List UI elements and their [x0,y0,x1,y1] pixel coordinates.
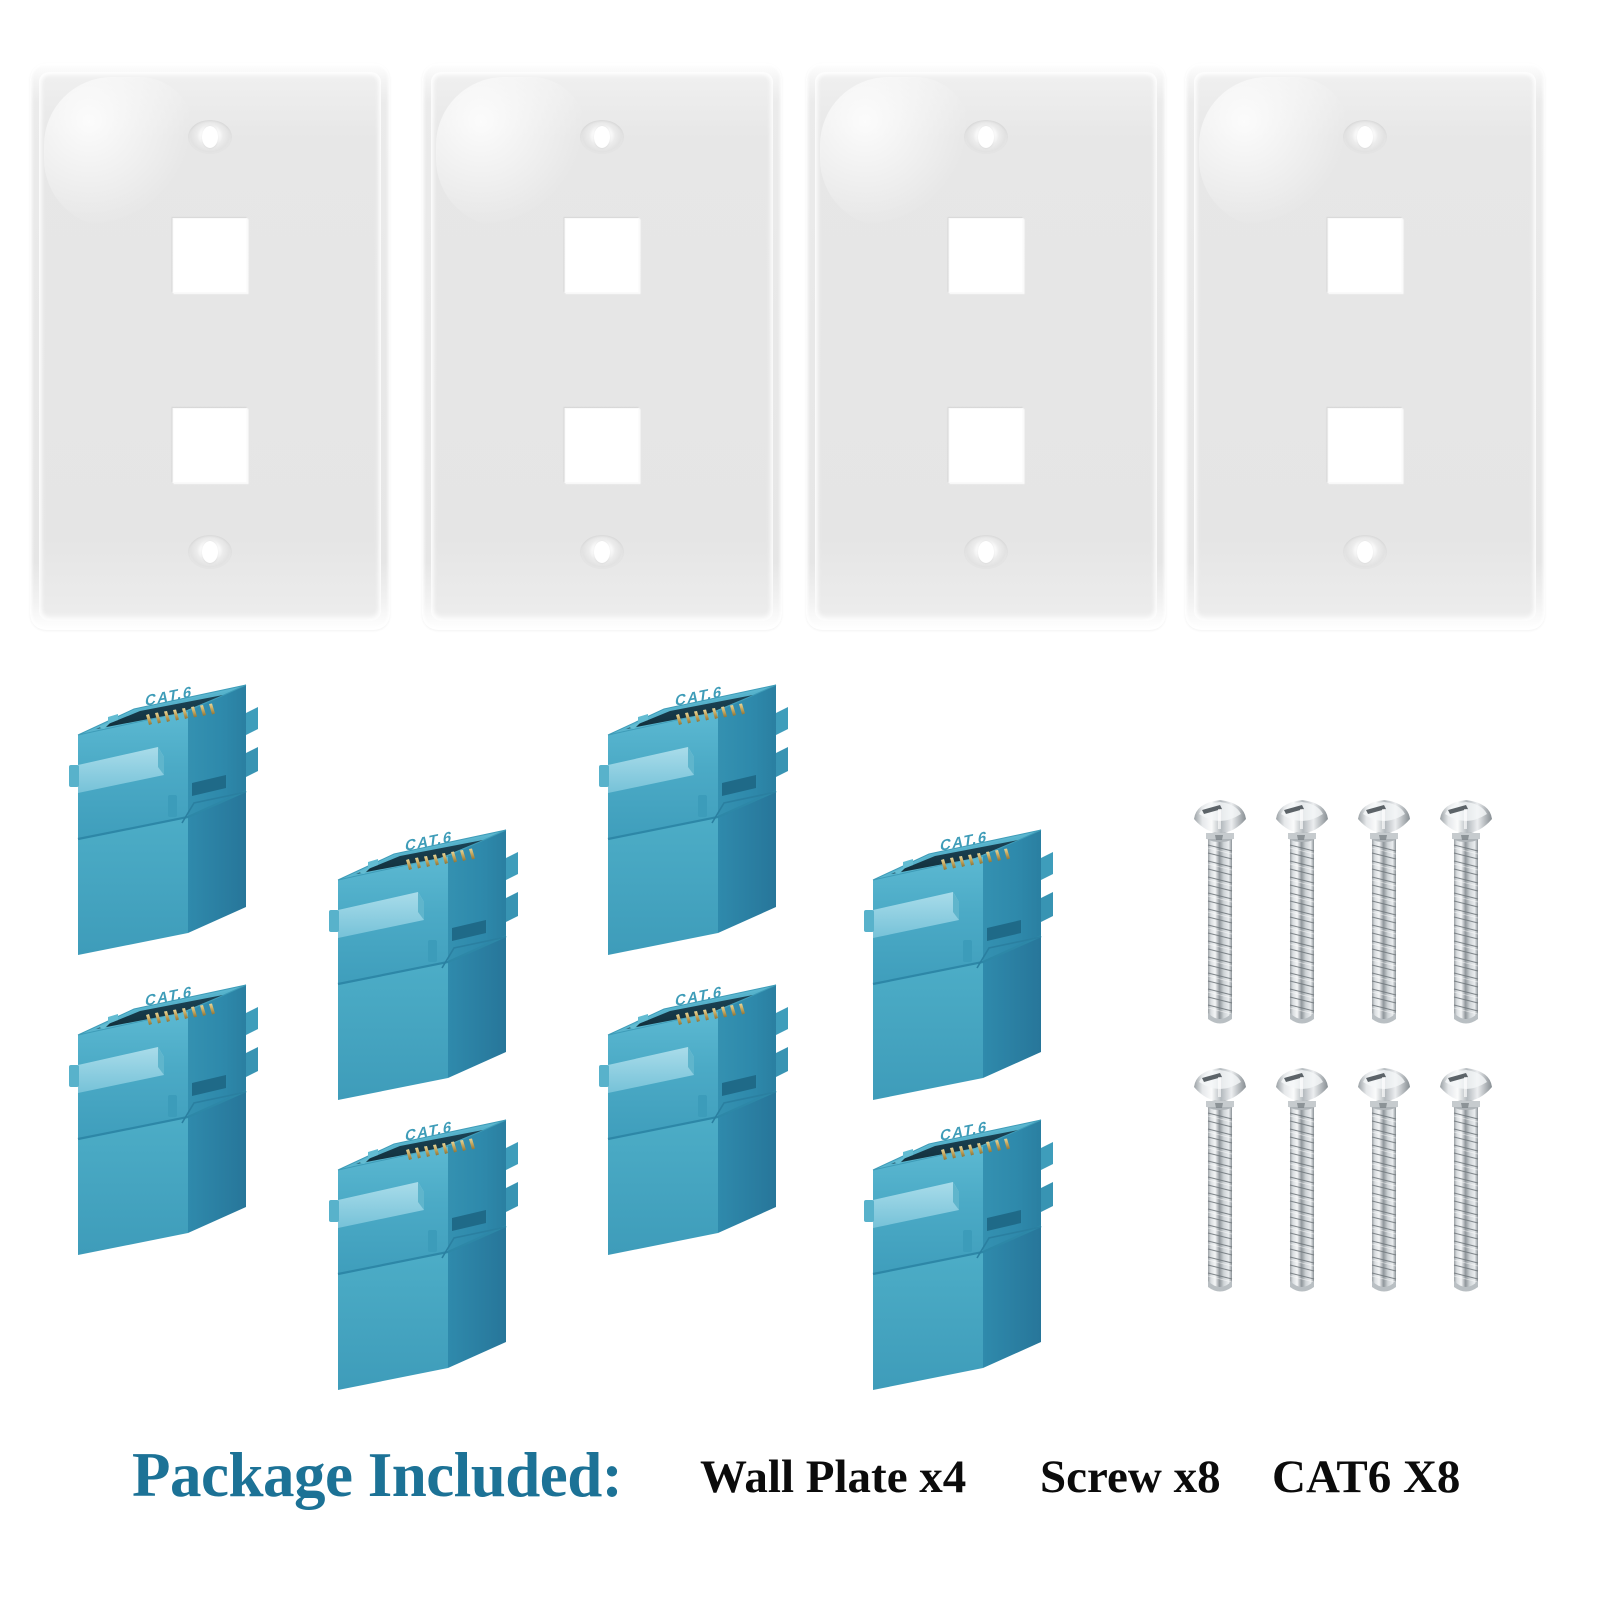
screw-hole-slot [978,126,994,148]
screw-hole-slot [202,541,218,563]
plate-screw-hole-bottom [188,535,232,569]
plate-screw-hole-bottom [580,535,624,569]
keystone-port-1 [564,218,640,293]
screw-hole-slot [202,126,218,148]
keystone-jack-3 [320,800,520,1110]
screw-3 [1354,785,1414,1035]
keystone-jack-8 [855,1090,1055,1400]
keystone-port-2 [1327,408,1403,483]
caption-item-wall-plate: Wall Plate x4 [700,1451,967,1503]
keystone-port-2 [564,408,640,483]
screw-hole-slot [1357,541,1373,563]
screw-7 [1354,1053,1414,1303]
plate-screw-hole-bottom [964,535,1008,569]
screw-hole-slot [594,541,610,563]
package-included-heading: Package Included: [132,1440,623,1510]
wall-plate-2 [422,63,782,630]
screw-6 [1272,1053,1332,1303]
keystone-port-1 [172,218,248,293]
wall-plate-4 [1185,63,1545,630]
screw-hole-slot [1357,126,1373,148]
plate-screw-hole-top [580,120,624,154]
wall-plate-1 [30,63,390,630]
screw-4 [1436,785,1496,1035]
caption-item-cat6: CAT6 X8 [1272,1451,1461,1503]
wall-plate-3 [806,63,1166,630]
plate-screw-hole-top [1343,120,1387,154]
keystone-port-1 [1327,218,1403,293]
screw-hole-slot [594,126,610,148]
plate-screw-hole-top [964,120,1008,154]
screw-2 [1272,785,1332,1035]
keystone-jack-1 [60,655,260,965]
keystone-jack-5 [590,655,790,965]
package-included-caption: Package Included: Wall Plate x4 Screw x8… [0,1437,1600,1527]
keystone-port-2 [172,408,248,483]
plate-screw-hole-bottom [1343,535,1387,569]
keystone-jack-7 [855,800,1055,1110]
screw-5 [1190,1053,1250,1303]
keystone-port-1 [948,218,1024,293]
caption-item-screw: Screw x8 [1040,1451,1221,1503]
keystone-jack-4 [320,1090,520,1400]
keystone-jack-6 [590,955,790,1265]
screw-hole-slot [978,541,994,563]
screw-8 [1436,1053,1496,1303]
screw-1 [1190,785,1250,1035]
keystone-port-2 [948,408,1024,483]
keystone-jack-2 [60,955,260,1265]
plate-screw-hole-top [188,120,232,154]
